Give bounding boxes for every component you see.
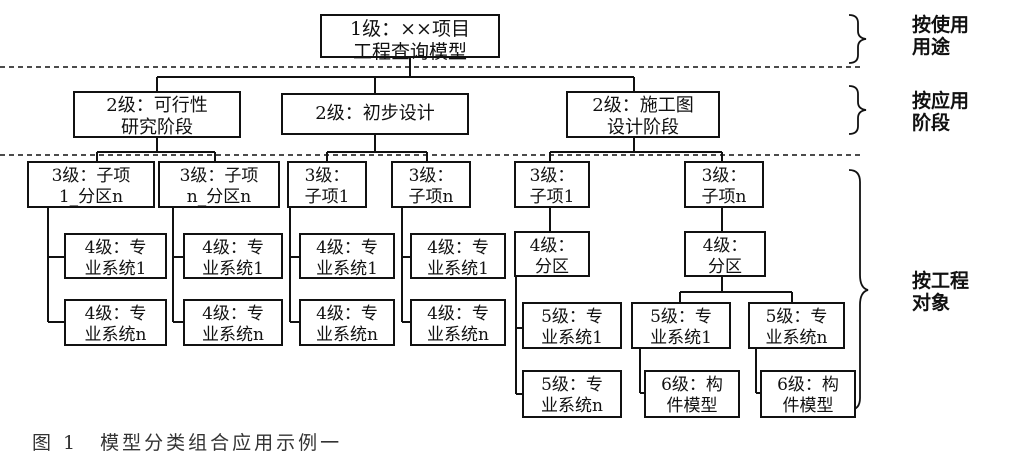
node-text: 2级：可行性 — [106, 95, 208, 116]
category-text: 阶段 — [912, 112, 951, 134]
node-text: 4级：专 — [84, 238, 147, 258]
node-text: 业系统1 — [427, 259, 489, 279]
node-text: 4级： — [702, 236, 748, 256]
node-text: 5级：专 — [650, 307, 712, 327]
node-text: 4级： — [529, 236, 575, 256]
node-text: 工程查询模型 — [352, 41, 467, 63]
node-text: 3级： — [529, 166, 575, 186]
node-text: 2级：初步设计 — [315, 103, 435, 124]
node-text: 子项1 — [529, 187, 575, 207]
node-level3-subitemn: 3级： 子项n — [684, 161, 764, 208]
node-level4-systemn: 4级：专 业系统n — [410, 299, 506, 346]
category-by-object: 按工程 对象 — [912, 270, 969, 314]
brace-stage — [848, 85, 867, 135]
node-level2-construction-drawing: 2级：施工图 设计阶段 — [566, 91, 720, 138]
node-text: 业系统1 — [650, 328, 712, 348]
node-text: 业系统n — [202, 325, 264, 345]
node-text: 1级：××项目 — [350, 18, 470, 40]
node-text: 3级：子项 — [51, 166, 131, 186]
node-level2-preliminary-design: 2级：初步设计 — [281, 93, 469, 135]
node-text: 业系统n — [765, 328, 828, 348]
category-text: 按使用 — [912, 14, 970, 36]
node-text: 6级：构 — [777, 375, 839, 395]
node-level5-system1: 5级：专 业系统1 — [522, 302, 622, 349]
node-text: 5级：专 — [541, 307, 603, 327]
node-level4-system1: 4级：专 业系统1 — [64, 233, 167, 279]
node-level5-systemn: 5级：专 业系统n — [522, 370, 622, 418]
node-text: 件模型 — [782, 396, 834, 416]
category-by-usage: 按使用 用途 — [912, 14, 969, 58]
node-text: 4级：专 — [316, 238, 378, 258]
node-text: 分区 — [708, 257, 742, 277]
node-level3-subitemn: 3级： 子项n — [391, 161, 471, 208]
node-text: 子项n — [701, 187, 747, 207]
node-text: 3级： — [304, 166, 350, 186]
node-text: 6级：构 — [661, 375, 723, 395]
category-text: 对象 — [912, 292, 951, 314]
node-level3-subitemn-zone: 3级：子项 n_分区n — [158, 161, 280, 208]
node-text: 研究阶段 — [121, 117, 193, 138]
node-text: 业系统n — [541, 396, 603, 416]
node-level6-component-model: 6级：构 件模型 — [760, 370, 856, 418]
node-text: 业系统1 — [316, 259, 378, 279]
node-text: n_分区n — [186, 187, 252, 207]
node-level3-subitem1: 3级： 子项1 — [287, 161, 367, 208]
node-text: 5级：专 — [765, 307, 828, 327]
node-text: 业系统1 — [541, 328, 603, 348]
node-level4-system1: 4级：专 业系统1 — [410, 233, 506, 279]
node-text: 子项1 — [304, 187, 350, 207]
node-text: 2级：施工图 — [592, 95, 694, 116]
node-text: 3级：子项 — [179, 166, 259, 186]
brace-usage — [848, 14, 867, 64]
node-text: 业系统1 — [84, 259, 147, 279]
node-text: 4级：专 — [202, 304, 264, 324]
node-text: 4级：专 — [84, 304, 147, 324]
node-text: 子项n — [408, 187, 454, 207]
figure-caption: 图 1 模型分类组合应用示例一 — [32, 432, 343, 454]
node-level4-systemn: 4级：专 业系统n — [64, 299, 167, 346]
node-level4-zone: 4级： 分区 — [684, 231, 766, 277]
node-text: 4级：专 — [427, 238, 489, 258]
brace-object — [848, 169, 869, 411]
node-text: 3级： — [408, 166, 454, 186]
category-text: 按应用 — [912, 90, 970, 112]
node-text: 4级：专 — [427, 304, 489, 324]
category-text: 用途 — [912, 36, 951, 58]
node-level3-subitem1-zone: 3级：子项 1_分区n — [27, 161, 155, 208]
category-text: 按工程 — [912, 270, 970, 292]
node-text: 业系统n — [427, 325, 489, 345]
node-text: 4级：专 — [316, 304, 378, 324]
node-level6-component-model: 6级：构 件模型 — [644, 370, 740, 418]
node-level2-feasibility: 2级：可行性 研究阶段 — [73, 91, 241, 138]
node-text: 设计阶段 — [607, 117, 679, 138]
node-level4-zone: 4级： 分区 — [514, 231, 590, 277]
node-text: 4级：专 — [202, 238, 264, 258]
node-text: 业系统n — [84, 325, 147, 345]
node-level5-systemn: 5级：专 业系统n — [748, 302, 845, 349]
category-by-stage: 按应用 阶段 — [912, 90, 969, 134]
node-level4-systemn: 4级：专 业系统n — [183, 299, 283, 346]
node-level5-system1: 5级：专 业系统1 — [631, 302, 731, 349]
node-level4-system1: 4级：专 业系统1 — [183, 233, 283, 279]
node-level3-subitem1: 3级： 子项1 — [514, 161, 590, 208]
node-text: 业系统1 — [202, 259, 264, 279]
node-text: 业系统n — [316, 325, 378, 345]
node-text: 分区 — [535, 257, 569, 277]
node-text: 件模型 — [666, 396, 718, 416]
node-level1-project: 1级：××项目 工程查询模型 — [320, 14, 500, 63]
node-level4-systemn: 4级：专 业系统n — [299, 299, 395, 346]
node-text: 1_分区n — [58, 187, 124, 207]
node-text: 3级： — [701, 166, 747, 186]
node-text: 5级：专 — [541, 375, 603, 395]
node-level4-system1: 4级：专 业系统1 — [299, 233, 395, 279]
